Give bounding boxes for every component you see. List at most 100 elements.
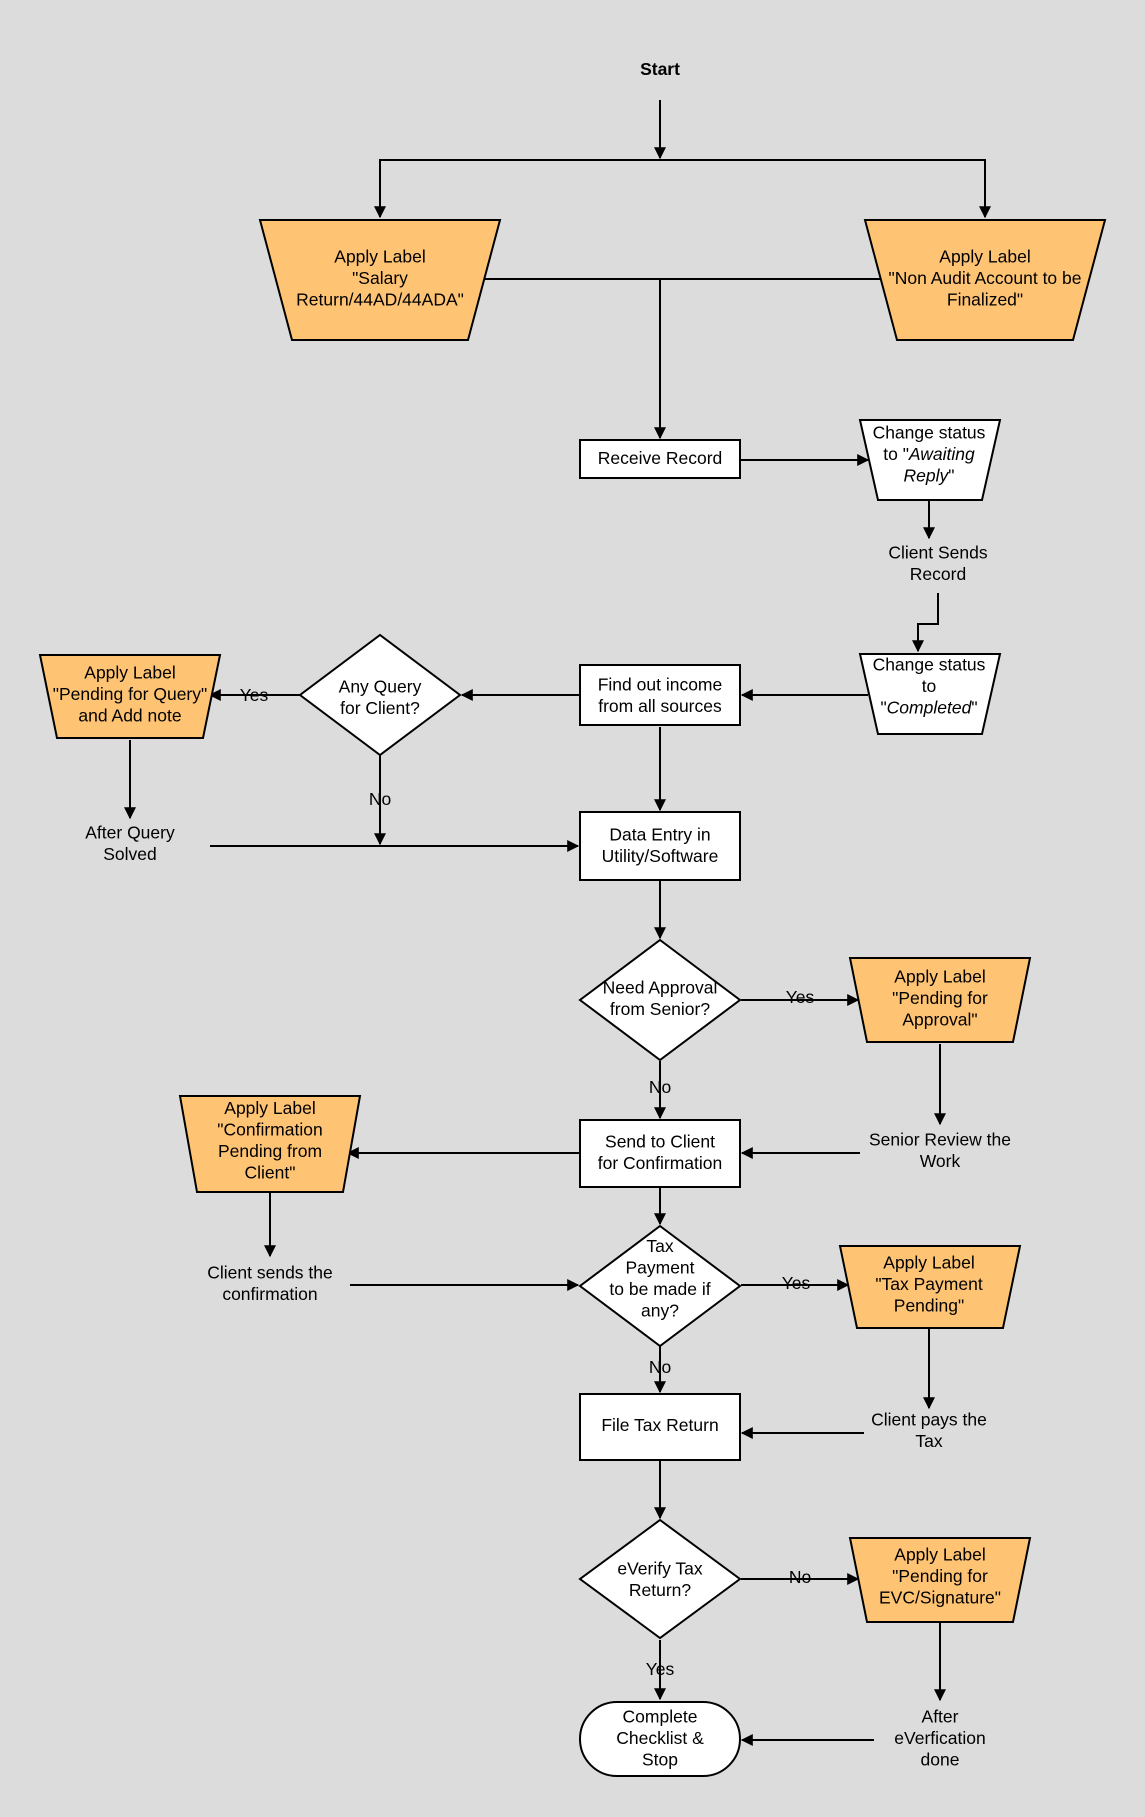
status-completed-shape [858,653,1002,735]
label-pending-query-shape [38,654,222,739]
query-yes-label: Yes [240,685,269,705]
client-sends-confirmation-line: Client sends the [207,1262,333,1282]
status-completed-line: Change status [873,655,986,675]
label-salary-shape [258,219,502,341]
label-evc-line: "Pending for [892,1566,988,1586]
everify-line: Return? [629,1580,692,1600]
need-approval-line: from Senior? [610,999,710,1019]
text-segment: Reply [904,466,950,486]
send-to-client-box [579,1119,741,1188]
tax-payment-diamond [578,1224,742,1348]
text-segment: Change status [873,655,986,675]
send-to-client-line: for Confirmation [598,1153,723,1173]
label-pending-approval-line: Approval" [902,1010,977,1030]
data-entry-line: Data Entry in [609,824,710,844]
label-confirmation-line: Client" [245,1162,296,1182]
label-pending-approval-line: "Pending for [892,988,988,1008]
after-everification-line: eVerfication [894,1728,985,1748]
query-no-label: No [369,789,391,809]
text-segment: Completed [887,698,973,718]
receive-record-line: Receive Record [598,448,723,468]
label-pending-approval-line: Apply Label [894,967,985,987]
label-confirmation-line: Apply Label [224,1098,315,1118]
label-evc-line: EVC/Signature" [879,1588,1001,1608]
text-segment: " [948,466,954,486]
data-entry-line: Utility/Software [602,846,719,866]
label-tax-pending-line: "Tax Payment [875,1274,983,1294]
label-pending-query-line: and Add note [78,706,181,726]
label-tax-pending-line: Apply Label [883,1253,974,1273]
send-to-client-line: Send to Client [605,1131,715,1151]
status-awaiting-line: Change status [873,423,986,443]
tax-yes-label: Yes [782,1273,811,1293]
text-segment: Change status [873,423,986,443]
label-pending-query-line: "Pending for Query" [53,684,207,704]
client-sends-record-line: Record [910,564,966,584]
label-salary-line: Apply Label [334,247,425,267]
find-income-box [579,664,741,726]
edge-start-right [660,159,991,219]
client-pays-tax-line: Tax [915,1431,942,1451]
any-query-diamond [298,633,462,757]
client-pays-tax-line: Client pays the [871,1409,987,1429]
text-segment: to [922,676,937,696]
label-evc-shape [848,1537,1032,1623]
text-segment: " [880,698,886,718]
connectors [124,100,991,1746]
data-entry-box [579,811,741,881]
after-query-line: Solved [103,844,157,864]
complete-checklist-line: Complete [623,1707,698,1727]
everify-no-label: No [789,1567,811,1587]
label-tax-pending-shape [838,1245,1022,1329]
label-salary-line: Return/44AD/44ADA" [296,290,464,310]
label-pending-approval-shape [848,957,1032,1043]
label-confirmation-line: Pending from [218,1141,322,1161]
label-evc-line: Apply Label [894,1545,985,1565]
label-non-audit-line: "Non Audit Account to be [888,268,1081,288]
status-awaiting-line: Reply" [904,466,955,486]
everify-yes-label: Yes [646,1659,675,1679]
any-query-line: Any Query [339,676,422,696]
find-income-line: Find out income [598,674,723,694]
everify-diamond [578,1518,742,1640]
complete-checklist-terminal [579,1701,741,1777]
approval-no-label: No [649,1077,671,1097]
complete-checklist-line: Checklist & [616,1728,704,1748]
complete-checklist-line: Stop [642,1750,678,1770]
client-sends-record-line: Client Sends [888,542,987,562]
label-tax-pending-line: Pending" [894,1296,964,1316]
label-salary-line: "Salary [352,268,408,288]
label-confirmation-line: "Confirmation [217,1119,322,1139]
label-pending-query-line: Apply Label [84,663,175,683]
tax-payment-line: to be made if [609,1279,710,1299]
file-tax-return-box [579,1393,741,1461]
receive-record-text: Receive Record [598,448,723,468]
need-approval-line: Need Approval [603,977,718,997]
tax-payment-line: Tax [646,1236,673,1256]
label-pending-query-text: Apply Label"Pending for Query"and Add no… [53,663,207,726]
edge-client-completed [912,593,939,653]
text-segment: Awaiting [908,444,975,464]
label-non-audit-shape [863,219,1107,341]
status-completed-line: "Completed" [880,698,977,718]
start-label: Start [640,59,680,79]
need-approval-diamond [578,938,742,1062]
label-non-audit-line: Apply Label [939,247,1030,267]
